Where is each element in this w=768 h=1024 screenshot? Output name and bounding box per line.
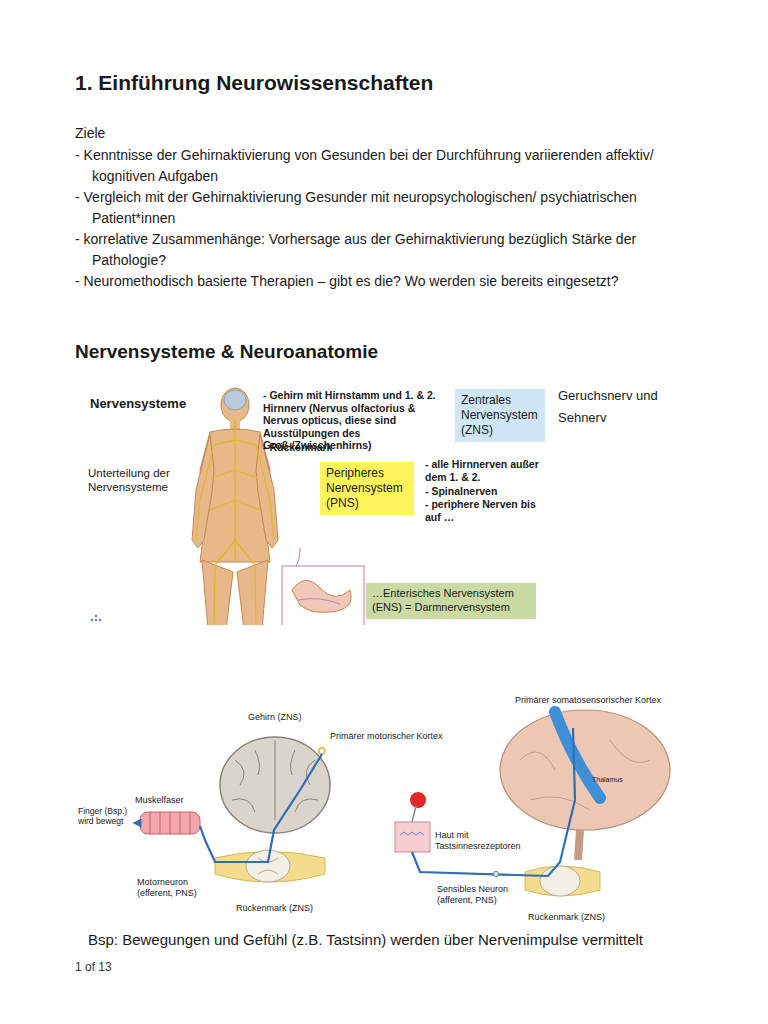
part-label: Finger (Bsp.) wird bewegt [78,806,130,826]
part-label: Motorneuron (efferent, PNS) [137,877,217,898]
part-label: Primärer motorischer Kortex [330,731,480,742]
description-text: - periphere Nerven bis auf … [425,498,540,523]
part-label: Muskelfaser [135,795,215,806]
bullet-item: - Vergleich mit der Gehirnaktivierung Ge… [75,187,687,229]
description-text: - Spinalnerven [425,485,540,498]
part-label: Primärer somatosensorischer Kortex [515,695,690,706]
box-text: Peripheres Nervensystem (PNS) [326,466,408,511]
part-label: Thalamus [592,776,652,784]
page-number: 1 of 13 [75,960,175,974]
section-label: Ziele [75,124,375,142]
category-box: Zentrales Nervensystem (ZNS) [455,389,545,442]
box-text: Zentrales Nervensystem (ZNS) [461,393,539,438]
category-box: …Enterisches Nervensystem (ENS) = Darmne… [366,583,536,619]
logo-dots [91,615,101,621]
figure-heading: Nervensysteme [90,396,200,412]
side-note: Geruchsnerv und Sehnerv [558,385,678,429]
part-label: Gehirn (ZNS) [248,712,328,723]
description-text: - alle Hirnnerven außer dem 1. & 2. [425,458,540,483]
bullet-item: - Neuromethodisch basierte Therapien – g… [75,271,687,292]
figure-caption: Bsp: Bewegungen und Gefühl (z.B. Tastsin… [88,930,698,949]
figure-label: Unterteilung der Nervensysteme [88,466,188,494]
bullet-item: - Kenntnisse der Gehirnaktivierung von G… [75,145,687,187]
part-label: Sensibles Neuron (afferent, PNS) [437,884,522,905]
section-heading: Nervensysteme & Neuroanatomie [75,340,675,364]
bullet-item: - korrelative Zusammenhänge: Vorhersage … [75,229,687,271]
part-label: Rückenmark (ZNS) [528,912,628,923]
box-text: …Enterisches Nervensystem (ENS) = Darmne… [372,587,530,615]
nerve-impulse-figure [75,688,690,945]
category-box: Peripheres Nervensystem (PNS) [320,462,414,515]
part-label: Rückenmark (ZNS) [236,903,336,914]
body-figure [85,383,543,625]
description-text: - Rückenmark [263,441,453,454]
page-title: 1. Einführung Neurowissenschaften [75,70,715,96]
muscle-fiber [140,812,200,834]
part-label: Haut mit Tastsinnesrezeptoren [435,830,525,851]
